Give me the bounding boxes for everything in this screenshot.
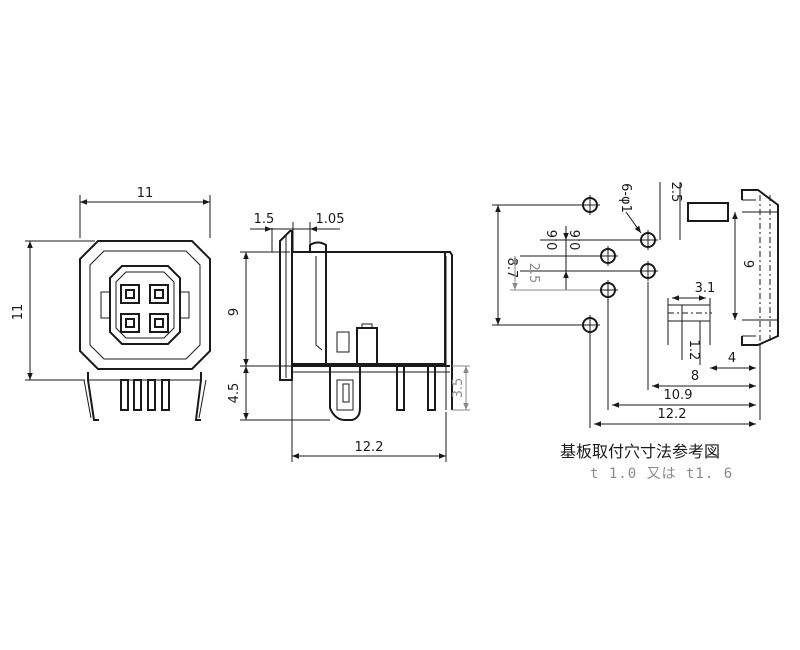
side-boss	[329, 366, 361, 421]
front-key-notch-right	[179, 291, 190, 319]
caption-thickness-note: t 1.0 又は t1. 6	[590, 466, 733, 482]
side-dim-9-label: 9	[227, 308, 242, 316]
front-view: 11 11	[11, 186, 211, 421]
dim-0-6-a-label: 0.6	[546, 230, 561, 251]
side-dim-4-5-label: 4.5	[227, 383, 242, 404]
side-latch	[309, 241, 327, 364]
front-bezel	[89, 250, 201, 360]
hole-5	[598, 280, 618, 300]
hole-4	[638, 261, 658, 281]
side-dim-3-5-label: 3.5	[451, 378, 466, 399]
mounting-holes	[580, 195, 658, 335]
hole-3	[598, 246, 618, 266]
hole-6	[580, 315, 600, 335]
dim-0-6-b-label: 0.6	[569, 230, 584, 251]
dim-2-5-left-label: 2.5	[526, 263, 541, 284]
front-pins	[83, 372, 207, 421]
dim-12-2-label: 12.2	[658, 407, 687, 422]
dim-4-label: 4	[728, 351, 736, 366]
dim-8-label: 8	[691, 369, 699, 384]
hole-note: 6-φ1	[618, 183, 633, 213]
front-contacts	[120, 284, 169, 333]
dim-10-9-label: 10.9	[664, 388, 693, 403]
side-standoff	[356, 327, 378, 365]
side-dim-1-5-label: 1.5	[254, 212, 275, 227]
hole-2	[638, 230, 658, 250]
front-outer-body	[79, 240, 211, 370]
connector-footprint	[741, 189, 779, 346]
side-dim-12-2-label: 12.2	[355, 440, 384, 455]
side-body	[292, 251, 446, 365]
hole-pattern-view: 6-φ1 2.5 0.6 0.6 8.7 2.5	[492, 182, 779, 428]
hole-1	[580, 195, 600, 215]
caption-title: 基板取付穴寸法参考図	[560, 442, 720, 461]
front-key-notch-left	[100, 291, 111, 319]
dim-1-2-label: 1.2	[686, 340, 701, 361]
top-pad-outline	[687, 202, 729, 222]
dim-8-7-label: 8.7	[504, 258, 519, 279]
side-pin-1	[396, 365, 405, 411]
dim-2-5-top-label: 2.5	[668, 182, 683, 203]
dim-3-1-label: 3.1	[695, 281, 716, 296]
side-pin-2	[427, 365, 436, 411]
pad-3-1-outline	[667, 304, 711, 322]
side-dim-1-05-label: 1.05	[316, 212, 345, 227]
side-view: 1.5 1.05 9 4.5 3.5 12.2	[227, 212, 470, 462]
side-rear-shell	[440, 251, 453, 410]
dim-9-label: 9	[740, 260, 755, 268]
side-front-flange	[279, 230, 293, 381]
front-width-label: 11	[137, 186, 154, 201]
front-height-label: 11	[11, 304, 26, 321]
